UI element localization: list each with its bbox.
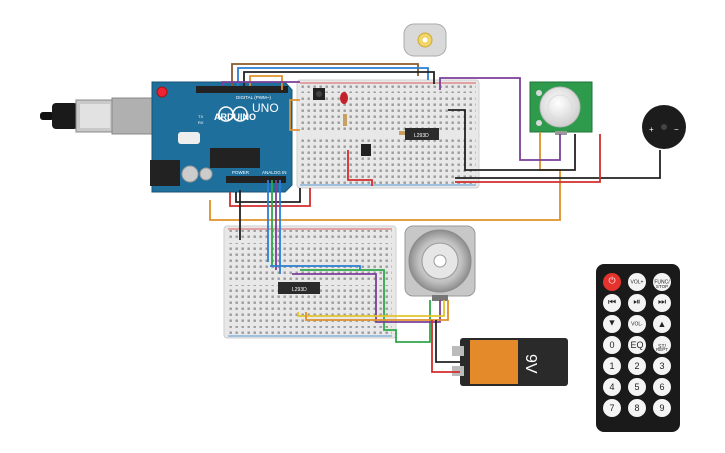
remote-next-button[interactable] [653, 294, 671, 312]
remote-eq-label: EQ [630, 340, 643, 350]
remote-prev-button[interactable] [603, 294, 621, 312]
remote-prev-label: ⏮ [608, 297, 616, 307]
remote-st-label-line2: REPT [656, 347, 668, 352]
pir-sensor [529, 81, 593, 135]
arduino-digital-header-label: DIGITAL (PWM~) [236, 95, 271, 100]
remote-play-button[interactable] [628, 294, 646, 312]
remote-1-button[interactable] [603, 357, 621, 375]
remote-st-button[interactable] [653, 336, 671, 354]
ic-bottom-label: L293D [292, 287, 307, 293]
arduino-power-header-label: POWER [232, 170, 250, 175]
remote-volup-button[interactable] [628, 273, 646, 291]
remote-5-label: 5 [634, 382, 639, 392]
ir-receiver [313, 88, 325, 100]
remote-down-label: ▼ [608, 318, 617, 328]
remote-func-label: FUNC/ [654, 280, 670, 286]
remote-6-button[interactable] [653, 378, 671, 396]
remote-st-label: ST/ [658, 344, 666, 350]
remote-9-label: 9 [659, 403, 664, 413]
arduino-brand-label: ARDUINO [214, 112, 256, 122]
buzzer-minus-label: − [674, 125, 679, 134]
arduino-rx-label: RX [198, 120, 204, 125]
remote-7-button[interactable] [603, 399, 621, 417]
remote-down-button[interactable] [603, 315, 621, 333]
remote-2-button[interactable] [628, 357, 646, 375]
buzzer-plus-label: + [649, 125, 654, 134]
remote-next-label: ⏭ [658, 297, 666, 307]
remote-0-button[interactable] [603, 336, 621, 354]
arduino-model-label: UNO [252, 101, 279, 115]
arduino-uno-board: ARDUINO UNO DIGITAL (PWM~) POWER ANALOG … [150, 81, 293, 193]
remote-up-label: ▲ [658, 319, 667, 329]
remote-8-button[interactable] [628, 399, 646, 417]
remote-8-label: 8 [634, 403, 639, 413]
remote-2-label: 2 [634, 361, 639, 371]
remote-3-label: 3 [659, 361, 664, 371]
motor-driver-ic-top: L293D [405, 128, 439, 140]
remote-5-button[interactable] [628, 378, 646, 396]
remote-eq-button[interactable] [628, 336, 646, 354]
transistor-top [361, 144, 371, 156]
remote-voldown-button[interactable] [628, 315, 646, 333]
remote-func-label-line2: STOP [656, 284, 668, 289]
remote-4-label: 4 [609, 382, 614, 392]
breadboard-top [296, 79, 480, 189]
resistor-top-2 [399, 131, 409, 135]
remote-power-button[interactable] [603, 273, 621, 291]
resistor-top-1 [343, 114, 347, 126]
remote-up-button[interactable] [653, 315, 671, 333]
remote-1-label: 1 [609, 361, 614, 371]
remote-7-label: 7 [609, 403, 614, 413]
remote-3-button[interactable] [653, 357, 671, 375]
usb-cable [40, 97, 153, 135]
red-led [340, 92, 348, 104]
remote-voldown-label: VOL- [631, 322, 643, 328]
remote-play-label: ⏯ [633, 297, 640, 307]
battery-voltage-label: 9V [522, 354, 539, 374]
dc-motor [403, 23, 447, 57]
remote-func-button[interactable] [653, 273, 671, 291]
ic-top-label: L293D [414, 133, 429, 139]
arduino-analog-header-label: ANALOG IN [262, 170, 287, 175]
remote-4-button[interactable] [603, 378, 621, 396]
remote-power-label: ⏻ [608, 276, 615, 286]
battery-9v: 9V [452, 338, 568, 386]
arduino-tx-label: TX [198, 114, 203, 119]
remote-6-label: 6 [659, 382, 664, 392]
motor-driver-ic-bottom: L293D [278, 282, 320, 294]
wires [209, 63, 661, 373]
stepper-motor [404, 225, 476, 301]
remote-buttons: ⏻ VOL+ FUNC/STOP ⏮ ⏯ ⏭ ▼ VOL- ▲ 0 EQ ST/REPT 1 2 3 4 5 6 7… [603, 273, 671, 417]
piezo-buzzer: + − [642, 105, 686, 149]
remote-0-label: 0 [609, 340, 614, 350]
remote-volup-label: VOL+ [631, 280, 644, 286]
remote-9-button[interactable] [653, 399, 671, 417]
